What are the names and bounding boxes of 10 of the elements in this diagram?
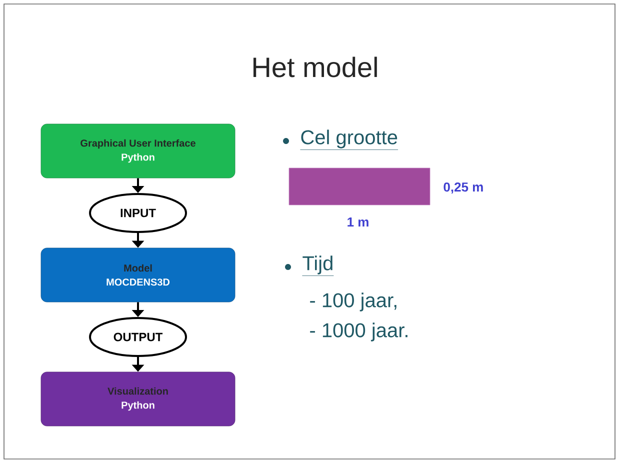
process-box: Model MOCDENS3D: [40, 248, 236, 302]
heading: Tijd: [302, 256, 334, 276]
list-item: - 1000 jaar.: [310, 322, 408, 342]
process-box: Graphical User Interface Python: [40, 124, 236, 178]
heading: Cel grootte: [300, 130, 398, 150]
list-item: - 100 jaar,: [310, 292, 396, 312]
dimension-label: 1 m: [348, 218, 368, 226]
dimension-label: 0,25 m: [444, 182, 483, 194]
process-box: Visualization Python: [40, 372, 236, 426]
slide-title: Het model: [253, 56, 377, 78]
